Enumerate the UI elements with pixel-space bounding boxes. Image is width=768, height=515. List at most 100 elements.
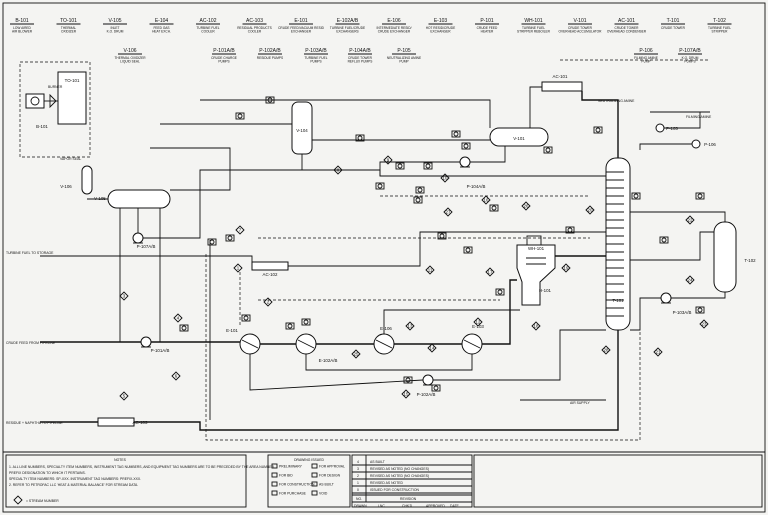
equipment-header-tag: WH-101 <box>524 18 543 24</box>
wh101-tag: WH-101 <box>528 246 545 251</box>
t102-tag: T-102 <box>744 258 756 263</box>
instrument-box <box>695 192 705 200</box>
equipment-header-desc: CRUDE TOWER <box>661 26 686 30</box>
stream-number-diamond <box>685 275 695 285</box>
stream-number: 4 <box>177 315 180 320</box>
utility-dashed-lines <box>205 59 710 441</box>
issued-checkbox <box>271 463 278 469</box>
label-air-supply: AIR SUPPLY <box>570 401 590 405</box>
stream-number: 20 <box>588 207 593 212</box>
rev-footer-field: LNC <box>378 504 385 508</box>
e101-tag: E-101 <box>226 328 238 333</box>
equipment-header-tag: V-106 <box>123 48 136 54</box>
issued-item-label: FOR PURCHASE <box>279 492 307 496</box>
stream-number-diamond <box>333 165 343 175</box>
equipment-header-desc: INTERMEDIATE RESID/CRUDE EXCHANGER <box>376 26 411 34</box>
instrument-bubble <box>303 319 309 325</box>
b101-tag: B-101 <box>36 124 48 129</box>
stream-number-diamond <box>440 173 450 183</box>
instrument-box <box>395 162 405 170</box>
issued-checkbox <box>271 481 278 487</box>
instrument-bubble <box>433 385 439 391</box>
stream-number-diamond <box>119 391 129 401</box>
stream-number: 26 <box>524 203 529 208</box>
stream-number: 7 <box>239 227 242 232</box>
pump-p105 <box>655 123 665 133</box>
ac102-tag: AC-102 <box>263 272 278 277</box>
instrument-bubble <box>697 193 703 199</box>
instrument-bubble <box>491 205 497 211</box>
ac101-tag: AC-101 <box>553 74 568 79</box>
issued-checkbox <box>311 490 318 496</box>
notes-title: NOTES <box>114 458 126 462</box>
instrument-box <box>461 142 471 150</box>
pump-p103 <box>660 292 672 304</box>
liquid-seal-v106 <box>81 165 93 195</box>
stream-number: 3 <box>123 293 126 298</box>
equipment-header-tag: P-101A/B <box>213 48 235 54</box>
instrument-bubble <box>439 233 445 239</box>
instrument-box <box>413 196 423 204</box>
equipment-header-tag: TO-101 <box>60 18 77 24</box>
equipment-header-tag: T-101 <box>667 18 680 24</box>
issued-item-label: FOR APPROVAL <box>319 465 345 469</box>
instrument-bubble <box>595 127 601 133</box>
t101-tag: T-101 <box>612 298 624 303</box>
stream-number: 11 <box>428 267 433 272</box>
stream-number: 9 <box>387 157 390 162</box>
stream-number: 2 <box>267 299 270 304</box>
instrument-box <box>695 306 705 314</box>
equipment-header-tag: P-107A/B <box>679 48 701 54</box>
rev-number: 1 <box>357 481 359 485</box>
instrument-box <box>415 186 425 194</box>
instrument-bubble <box>377 183 383 189</box>
stream-number-diamond <box>485 267 495 277</box>
e102-tag: E-102A/B <box>319 358 338 363</box>
stream-number-diamond <box>405 321 415 331</box>
rev-description: REVISED AS NOTED <box>370 481 404 485</box>
to101-tag: TO-101 <box>65 78 80 83</box>
stream-number-diamond <box>351 349 361 359</box>
equipment-header-tag: E-101 <box>294 18 308 24</box>
instrument-bubble <box>661 237 667 243</box>
v105-tag: V-105 <box>94 196 106 201</box>
instrument-bubble <box>417 187 423 193</box>
instrument-box <box>207 238 217 246</box>
stream-number: 5 <box>123 393 126 398</box>
stream-number: 17 <box>488 269 493 274</box>
instrument-bubble <box>227 235 233 241</box>
stream-number: 22 <box>688 217 693 222</box>
legend-diamond-icon <box>13 495 23 505</box>
pump-p102 <box>422 374 434 386</box>
instrument-bubble <box>453 131 459 137</box>
drawing-issued-title: DRAWING ISSUED <box>294 458 324 462</box>
instrument-bubble <box>287 323 293 329</box>
p103-tag: P-103A/B <box>673 310 692 315</box>
issued-item-label: FOR DESIGN <box>319 474 341 478</box>
instrument-box <box>423 162 433 170</box>
stream-number: 14 <box>430 345 435 350</box>
instrument-bubble <box>567 227 573 233</box>
stream-number: 15 <box>404 391 409 396</box>
pump-p107 <box>132 232 144 244</box>
stream-number-diamond <box>521 201 531 211</box>
equipment-header-tag: P-106 <box>639 48 653 54</box>
equipment-header-tag: T-102 <box>713 18 726 24</box>
equipment-header-tag: AC-102 <box>200 18 217 24</box>
stream-number-diamond <box>481 195 491 205</box>
stream-number-diamond <box>473 317 483 327</box>
blower-fan-icon <box>30 96 40 106</box>
rev-footer-field: APPROVED <box>426 504 445 508</box>
stream-number: 8 <box>337 167 340 172</box>
condenser-ac101 <box>541 81 583 92</box>
p102-tag: P-102A/B <box>417 392 436 397</box>
